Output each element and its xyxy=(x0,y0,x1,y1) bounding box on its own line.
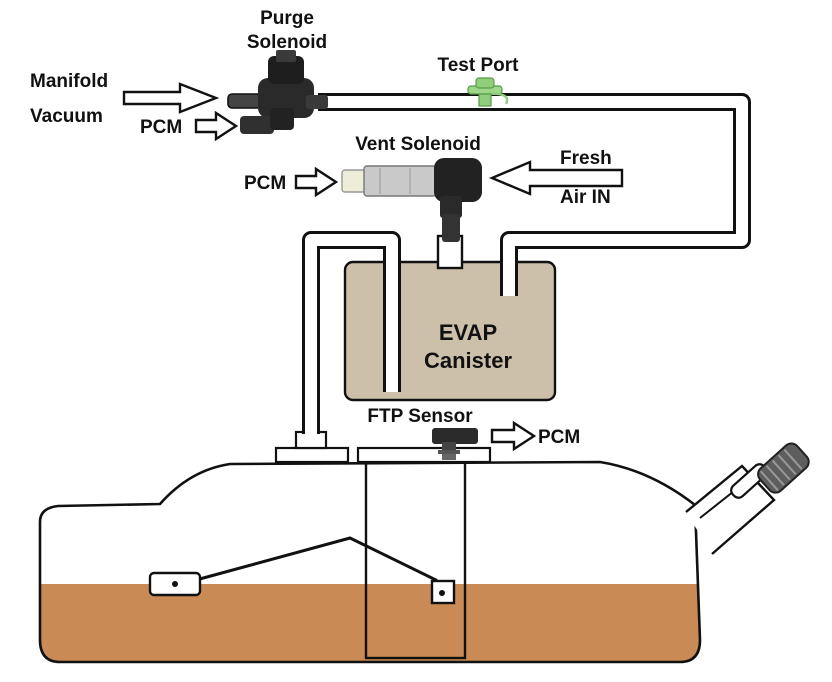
fresh-air-label-line2: Air IN xyxy=(560,187,611,208)
manifold-vacuum-label-line2: Vacuum xyxy=(30,106,103,127)
fuel-cap xyxy=(757,442,810,494)
purge-pcm-label: PCM xyxy=(140,117,182,138)
ftp-pcm-label: PCM xyxy=(538,427,580,448)
tank-vent-fitting xyxy=(274,446,350,464)
purge-solenoid-label-line2: Solenoid xyxy=(247,32,327,53)
ftp-sensor xyxy=(432,428,478,460)
fuel-tank xyxy=(38,430,810,664)
purge-solenoid-label-line1: Purge xyxy=(260,8,314,29)
ftp-sensor-label: FTP Sensor xyxy=(367,406,473,427)
vent-solenoid xyxy=(341,158,482,242)
hoses xyxy=(302,93,751,434)
canister-label-line2: Canister xyxy=(424,348,512,373)
hollow-right-arrow-icon xyxy=(194,110,239,142)
hollow-right-arrow-icon xyxy=(490,420,537,452)
purge-solenoid xyxy=(227,50,328,134)
hollow-left-arrow-icon xyxy=(488,160,624,196)
test-port-label: Test Port xyxy=(438,55,520,76)
evap-canister: EVAP Canister xyxy=(343,260,557,402)
vent-solenoid-label: Vent Solenoid xyxy=(355,134,481,155)
manifold-vacuum-label-line1: Manifold xyxy=(30,71,108,92)
pump-module-plate xyxy=(356,446,492,464)
test-port xyxy=(467,77,509,107)
vent-pcm-label: PCM xyxy=(244,173,286,194)
tank-outline xyxy=(38,460,702,664)
fuel-level xyxy=(40,584,700,662)
fresh-air-label-line1: Fresh xyxy=(560,148,612,169)
hollow-right-arrow-icon xyxy=(294,166,339,198)
canister-label-line1: EVAP xyxy=(439,320,497,345)
hollow-right-arrow-icon xyxy=(122,82,220,114)
